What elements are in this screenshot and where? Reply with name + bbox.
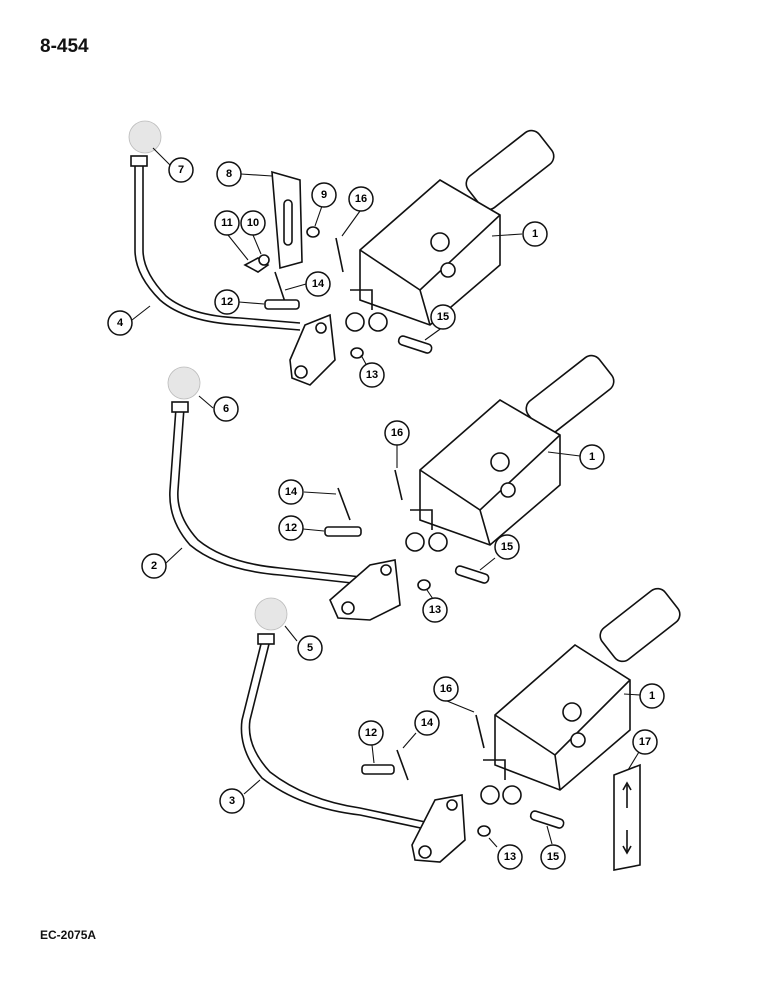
callout-1: 1: [639, 683, 665, 709]
lever-knob-top: [128, 120, 162, 154]
callout-16: 16: [384, 420, 410, 446]
callout-14: 14: [305, 271, 331, 297]
svg-text:14: 14: [312, 278, 325, 290]
callout-2: 2: [141, 553, 167, 579]
roll-pin: [335, 237, 344, 273]
svg-text:2: 2: [151, 560, 157, 572]
roll-pin: [394, 469, 403, 501]
decal: [613, 763, 641, 871]
svg-text:8: 8: [226, 168, 232, 180]
svg-text:6: 6: [223, 403, 229, 415]
bracket: [271, 170, 303, 270]
callout-16: 16: [348, 186, 374, 212]
callout-12: 12: [278, 515, 304, 541]
callout-8: 8: [216, 161, 242, 187]
callout-13: 13: [422, 597, 448, 623]
svg-text:9: 9: [321, 189, 327, 201]
hardware-top: [243, 170, 433, 359]
pin: [397, 335, 433, 354]
svg-text:13: 13: [429, 604, 441, 616]
control-valve-top: [345, 129, 555, 332]
callout-14: 14: [414, 710, 440, 736]
pin: [529, 810, 565, 829]
hardware-bottom: [361, 714, 565, 837]
hardware-middle: [324, 469, 490, 591]
svg-text:13: 13: [366, 369, 378, 381]
callout-9: 9: [311, 182, 337, 208]
callout-11: 11: [214, 210, 240, 236]
svg-text:3: 3: [229, 795, 235, 807]
svg-text:12: 12: [221, 296, 233, 308]
callout-1: 1: [579, 444, 605, 470]
callout-15: 15: [540, 844, 566, 870]
page-number: 8-454: [40, 36, 89, 57]
lever-knob-middle: [167, 366, 201, 400]
svg-text:13: 13: [504, 851, 516, 863]
svg-text:10: 10: [247, 217, 259, 229]
washer: [417, 579, 431, 591]
callout-17: 17: [632, 729, 658, 755]
control-valve-bottom: [480, 587, 681, 805]
clevis-pin: [264, 299, 300, 310]
roll-pin: [475, 714, 485, 749]
svg-text:12: 12: [365, 727, 377, 739]
wing-nut: [243, 257, 270, 273]
svg-text:5: 5: [307, 642, 313, 654]
washer: [477, 825, 491, 837]
callout-12: 12: [214, 289, 240, 315]
svg-text:17: 17: [639, 736, 651, 748]
callout-10: 10: [240, 210, 266, 236]
leader-lines: [131, 147, 643, 848]
illustration-reference: EC-2075A: [40, 928, 97, 942]
callout-5: 5: [297, 635, 323, 661]
control-lever-middle: [167, 366, 401, 621]
callout-3: 3: [219, 788, 245, 814]
callout-7: 7: [168, 157, 194, 183]
pin: [454, 565, 490, 584]
svg-text:16: 16: [440, 683, 452, 695]
svg-text:1: 1: [649, 690, 655, 702]
svg-text:1: 1: [532, 228, 538, 240]
svg-text:7: 7: [178, 164, 184, 176]
svg-text:16: 16: [391, 427, 403, 439]
clevis-pin: [361, 764, 395, 775]
control-lever-top: [128, 120, 336, 386]
callout-1: 1: [522, 221, 548, 247]
callout-15: 15: [494, 534, 520, 560]
cotter-pin: [274, 271, 286, 303]
svg-text:14: 14: [421, 717, 434, 729]
callout-14: 14: [278, 479, 304, 505]
lever-knob-bottom: [254, 597, 288, 631]
callout-12: 12: [358, 720, 384, 746]
cotter-pin: [337, 487, 351, 521]
svg-text:4: 4: [117, 317, 124, 329]
callout-16: 16: [433, 676, 459, 702]
control-valve-middle: [405, 354, 615, 552]
svg-text:15: 15: [437, 311, 449, 323]
callout-13: 13: [359, 362, 385, 388]
control-lever-bottom: [240, 597, 466, 863]
svg-text:15: 15: [501, 541, 513, 553]
svg-text:14: 14: [285, 486, 298, 498]
svg-text:15: 15: [547, 851, 559, 863]
callout-15: 15: [430, 304, 456, 330]
callout-4: 4: [107, 310, 133, 336]
clevis-pin: [324, 526, 362, 537]
svg-text:16: 16: [355, 193, 367, 205]
svg-text:11: 11: [221, 217, 233, 229]
svg-text:1: 1: [589, 451, 595, 463]
washer: [306, 226, 320, 238]
svg-text:12: 12: [285, 522, 297, 534]
cotter-pin: [396, 749, 409, 781]
washer: [350, 347, 364, 359]
callout-6: 6: [213, 396, 239, 422]
callout-13: 13: [497, 844, 523, 870]
